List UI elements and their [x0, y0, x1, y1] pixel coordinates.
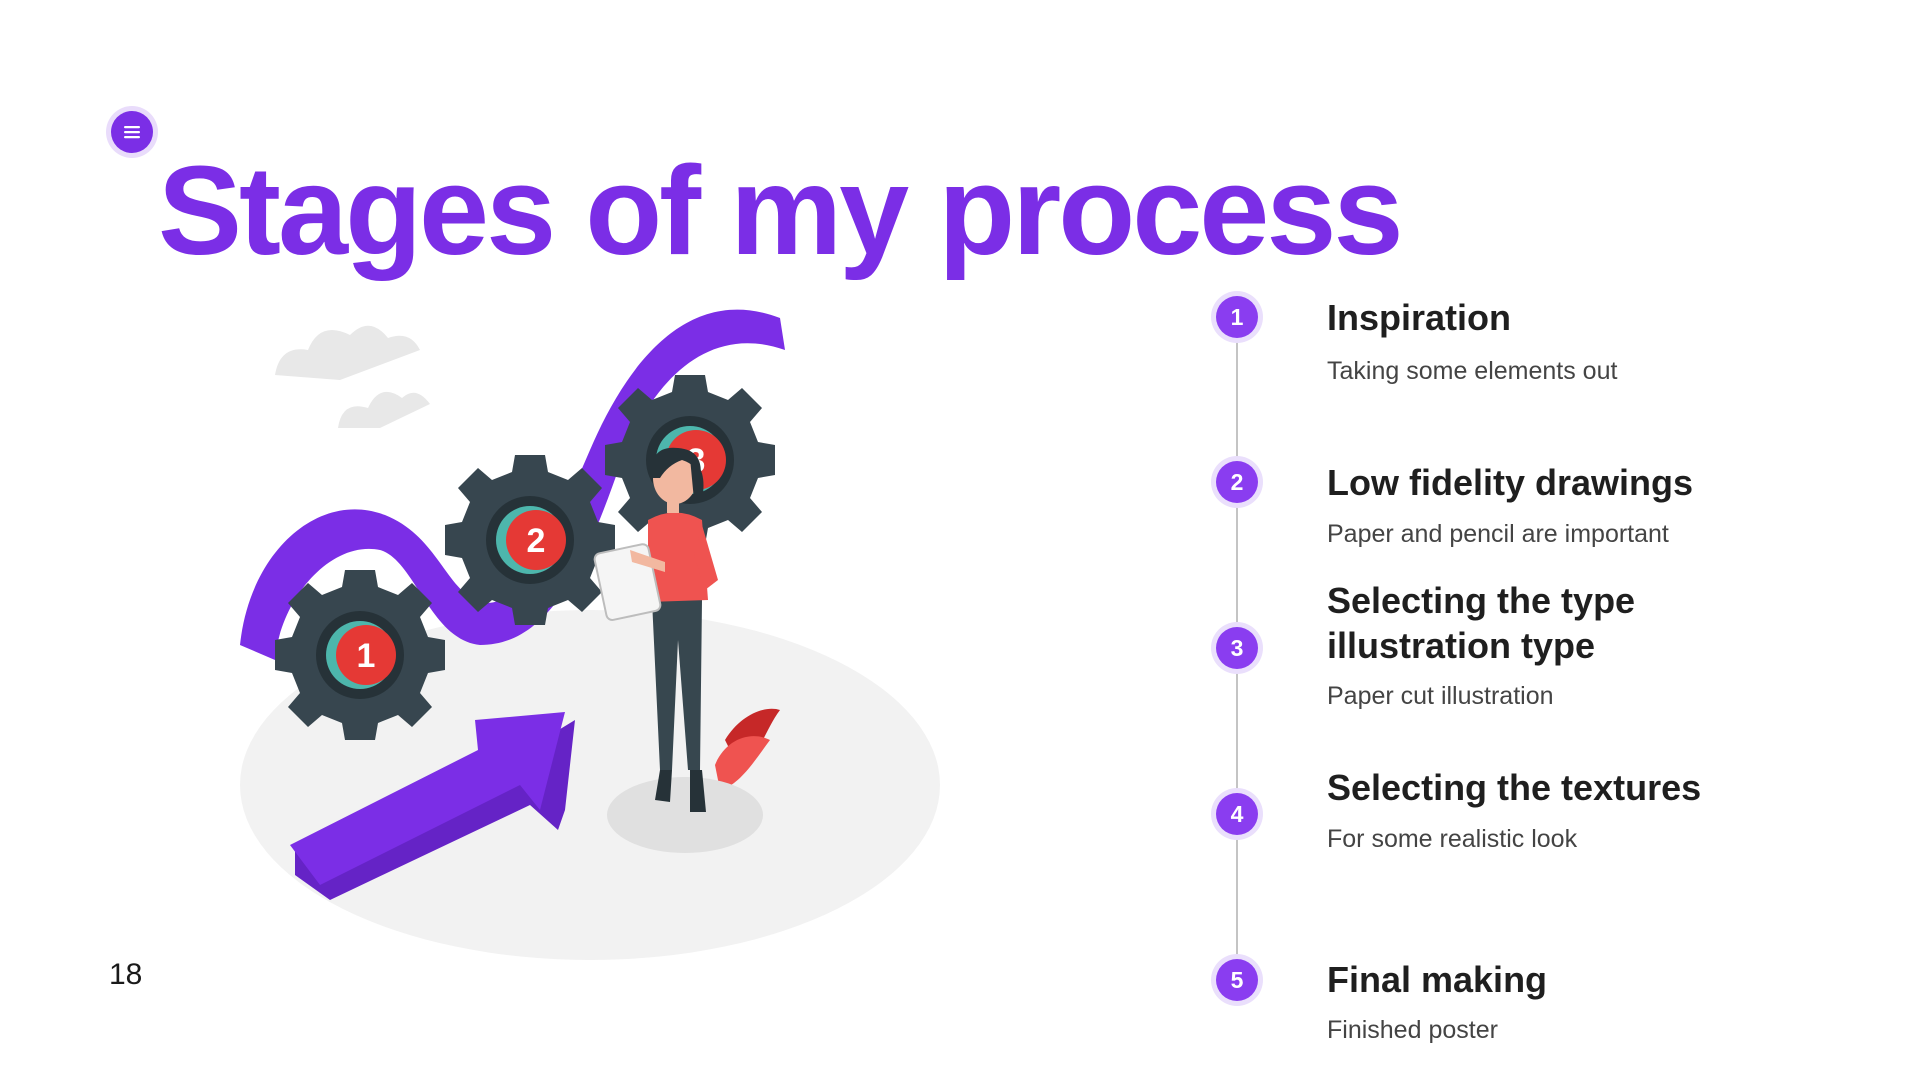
step-title: Selecting the textures: [1327, 767, 1702, 808]
step-description: Taking some elements out: [1327, 357, 1618, 385]
woman-with-clipboard: [593, 447, 763, 853]
step-description: For some realistic look: [1327, 825, 1578, 853]
cloud: [338, 391, 430, 428]
step-title: Selecting the type illustration type: [1327, 580, 1636, 666]
step-number-badge: 2: [1216, 461, 1258, 503]
step-number-badge: 3: [1216, 627, 1258, 669]
step-description: Finished poster: [1327, 1016, 1498, 1044]
gear-label: 1: [357, 637, 376, 675]
step-number-badge: 1: [1216, 296, 1258, 338]
step-title: Inspiration: [1327, 297, 1512, 338]
arrow: [290, 712, 565, 885]
gear-label: 2: [527, 522, 546, 560]
step-description: Paper and pencil are important: [1327, 520, 1669, 548]
hamburger-menu-icon: [124, 126, 140, 139]
step-number-badge: 4: [1216, 793, 1258, 835]
step-title: Low fidelity drawings: [1327, 462, 1694, 503]
page-number: 18: [109, 958, 143, 991]
step-number-badge: 5: [1216, 959, 1258, 1001]
step-title: Final making: [1327, 959, 1548, 1000]
plant: [715, 736, 770, 790]
menu-button[interactable]: [111, 111, 153, 153]
cloud: [275, 325, 420, 380]
gear: 2: [445, 455, 615, 625]
slide-title: Stages of my process: [158, 140, 1404, 281]
process-illustration: 1 2 3: [240, 309, 940, 960]
gear: 1: [275, 570, 445, 740]
step-description: Paper cut illustration: [1327, 682, 1554, 710]
